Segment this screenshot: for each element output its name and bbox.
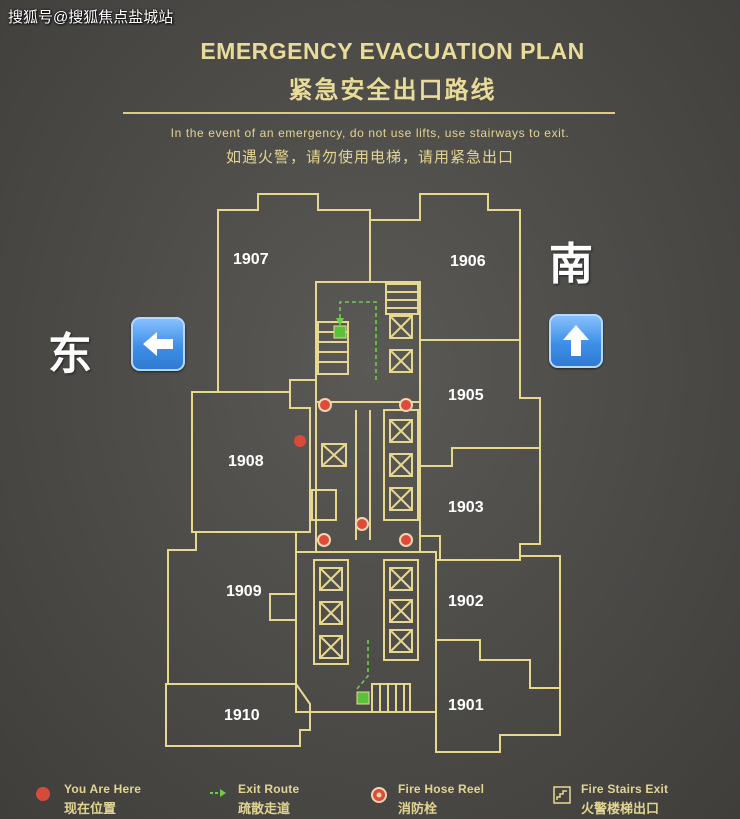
room-label: 1905 [448,387,484,404]
legend-label-cn: 现在位置 [64,801,117,816]
room-label: 1902 [448,593,484,610]
upper-stair [317,321,349,375]
room-label: 1907 [233,251,269,268]
stairs-exit-marker-lower [356,691,370,705]
room-label: 1901 [448,697,484,714]
room-outline-1901 [435,639,561,753]
direction-south-label: 南 [549,240,593,289]
watermark-text: 搜狐号@搜狐焦点盐城站 [8,9,174,26]
fire-hose-reels [317,398,413,547]
lower-stair [371,683,411,713]
red-dot-icon [36,787,50,801]
room-outline-1903 [419,447,541,561]
up-arrow-icon [549,314,603,368]
legend-fire-hose-reel: Fire Hose Reel 消防栓 [398,782,484,817]
room-label: 1906 [450,253,486,270]
title-divider [123,112,615,114]
legend-label-cn: 火警楼梯出口 [581,801,660,816]
legend-label-cn: 疏散走道 [238,801,291,816]
legend-label-en: Exit Route [238,782,300,796]
room-outline-1908 [191,391,311,533]
room-label: 1910 [224,707,260,724]
plan-title-chinese: 紧急安全出口路线 [288,77,497,104]
room-outline-1910 [165,683,311,747]
legend-label-cn: 消防栓 [398,801,438,816]
legend-label-en: Fire Stairs Exit [581,782,669,796]
room-label: 1903 [448,499,484,516]
stairs-exit-marker-upper [333,325,347,339]
room-outline-1902 [435,555,561,689]
room-label: 1909 [226,583,262,600]
room-label: 1908 [228,453,264,470]
legend-fire-stairs-exit: Fire Stairs Exit 火警楼梯出口 [581,782,668,817]
lift-shafts [319,315,413,659]
legend-label-en: You Are Here [64,782,142,796]
left-arrow-icon [131,317,185,371]
fire-hose-reel-icon [371,787,387,803]
stairs-exit-icon [553,786,571,804]
direction-east-label: 东 [48,330,92,379]
legend-exit-route: Exit Route 疏散走道 [238,782,299,817]
legend-label-en: Fire Hose Reel [398,782,485,796]
notice-chinese: 如遇火警，请勿使用电梯，请用紧急出口 [225,149,514,166]
notice-english: In the event of an emergency, do not use… [170,126,570,140]
room-outline-1909 [167,531,297,685]
green-arrow-icon [210,789,226,797]
exit-route-line [339,301,377,691]
plan-title-english: EMERGENCY EVACUATION PLAN [200,38,585,64]
exit-route-arrow [336,318,344,326]
legend-you-are-here: You Are Here 现在位置 [64,782,141,817]
you-are-here-dot [294,435,306,447]
